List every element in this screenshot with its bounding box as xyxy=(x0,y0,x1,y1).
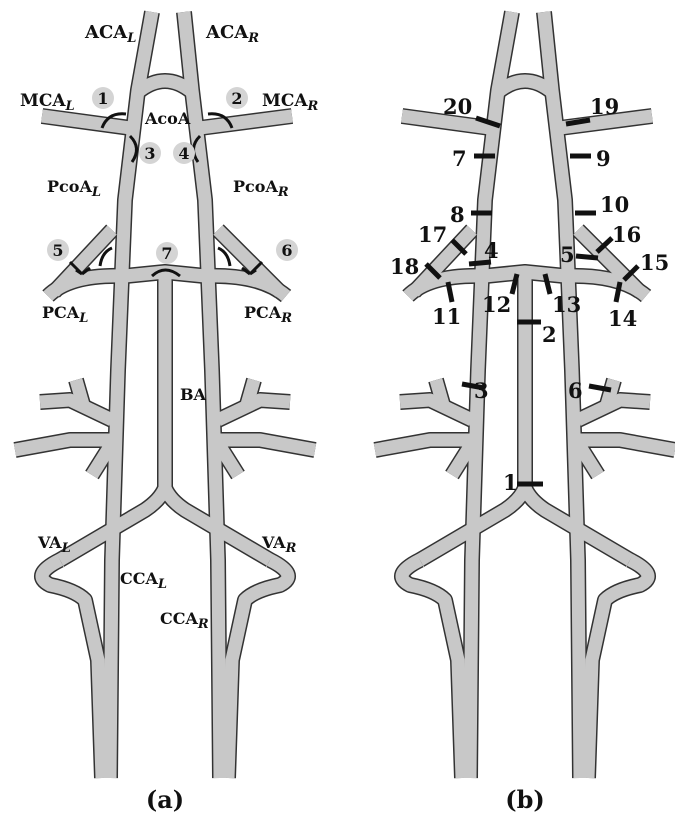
label-cca-left: CCAL xyxy=(120,569,167,592)
segment-8: 8 xyxy=(450,202,465,227)
label-mca-right: MCAR xyxy=(262,91,319,114)
segment-1: 1 xyxy=(503,470,518,495)
panel-b-label: (b) xyxy=(505,785,545,814)
segment-19: 19 xyxy=(590,94,619,119)
segment-10: 10 xyxy=(600,192,629,217)
bifurcation-marker-5: 5 xyxy=(47,239,69,261)
segment-6: 6 xyxy=(568,378,583,403)
segment-18: 18 xyxy=(390,254,419,279)
svg-text:7: 7 xyxy=(161,244,172,263)
bifurcation-marker-7: 7 xyxy=(156,242,178,264)
label-aca-left: ACAL xyxy=(84,22,136,46)
segment-20: 20 xyxy=(443,94,472,119)
segment-2: 2 xyxy=(542,322,557,347)
label-pca-right: PCAR xyxy=(244,303,292,326)
label-pca-left: PCAL xyxy=(42,303,88,326)
bifurcation-marker-1: 1 xyxy=(92,87,114,109)
segment-17: 17 xyxy=(418,222,447,247)
segment-4: 4 xyxy=(484,238,499,263)
segment-9: 9 xyxy=(596,146,611,171)
svg-text:3: 3 xyxy=(144,144,155,163)
panel-b-vessels xyxy=(375,12,675,778)
svg-text:2: 2 xyxy=(231,89,242,108)
label-pcoa-left: PcoAL xyxy=(47,177,101,200)
label-mca-left: MCAL xyxy=(20,91,75,114)
segment-13: 13 xyxy=(552,292,581,317)
label-ba: BA xyxy=(180,385,207,404)
svg-text:4: 4 xyxy=(178,144,189,163)
label-acoa: AcoA xyxy=(144,109,191,128)
segment-16: 16 xyxy=(612,222,641,247)
segment-11: 11 xyxy=(432,304,461,329)
label-va-left: VAL xyxy=(37,533,71,556)
label-cca-right: CCAR xyxy=(160,609,209,632)
label-aca-right: ACAR xyxy=(205,22,259,46)
panel-a-label: (a) xyxy=(146,785,184,814)
bifurcation-marker-4: 4 xyxy=(173,142,195,164)
svg-text:6: 6 xyxy=(281,241,292,260)
label-pcoa-right: PcoAR xyxy=(233,177,289,200)
segment-15: 15 xyxy=(640,250,669,275)
segment-14: 14 xyxy=(608,306,637,331)
bifurcation-marker-6: 6 xyxy=(276,239,298,261)
bifurcation-marker-2: 2 xyxy=(226,87,248,109)
svg-text:5: 5 xyxy=(52,241,63,260)
segment-5: 5 xyxy=(560,242,575,267)
segment-3: 3 xyxy=(474,378,489,403)
svg-text:1: 1 xyxy=(97,89,108,108)
bifurcation-marker-3: 3 xyxy=(139,142,161,164)
segment-7: 7 xyxy=(452,146,467,171)
segment-12: 12 xyxy=(482,292,511,317)
